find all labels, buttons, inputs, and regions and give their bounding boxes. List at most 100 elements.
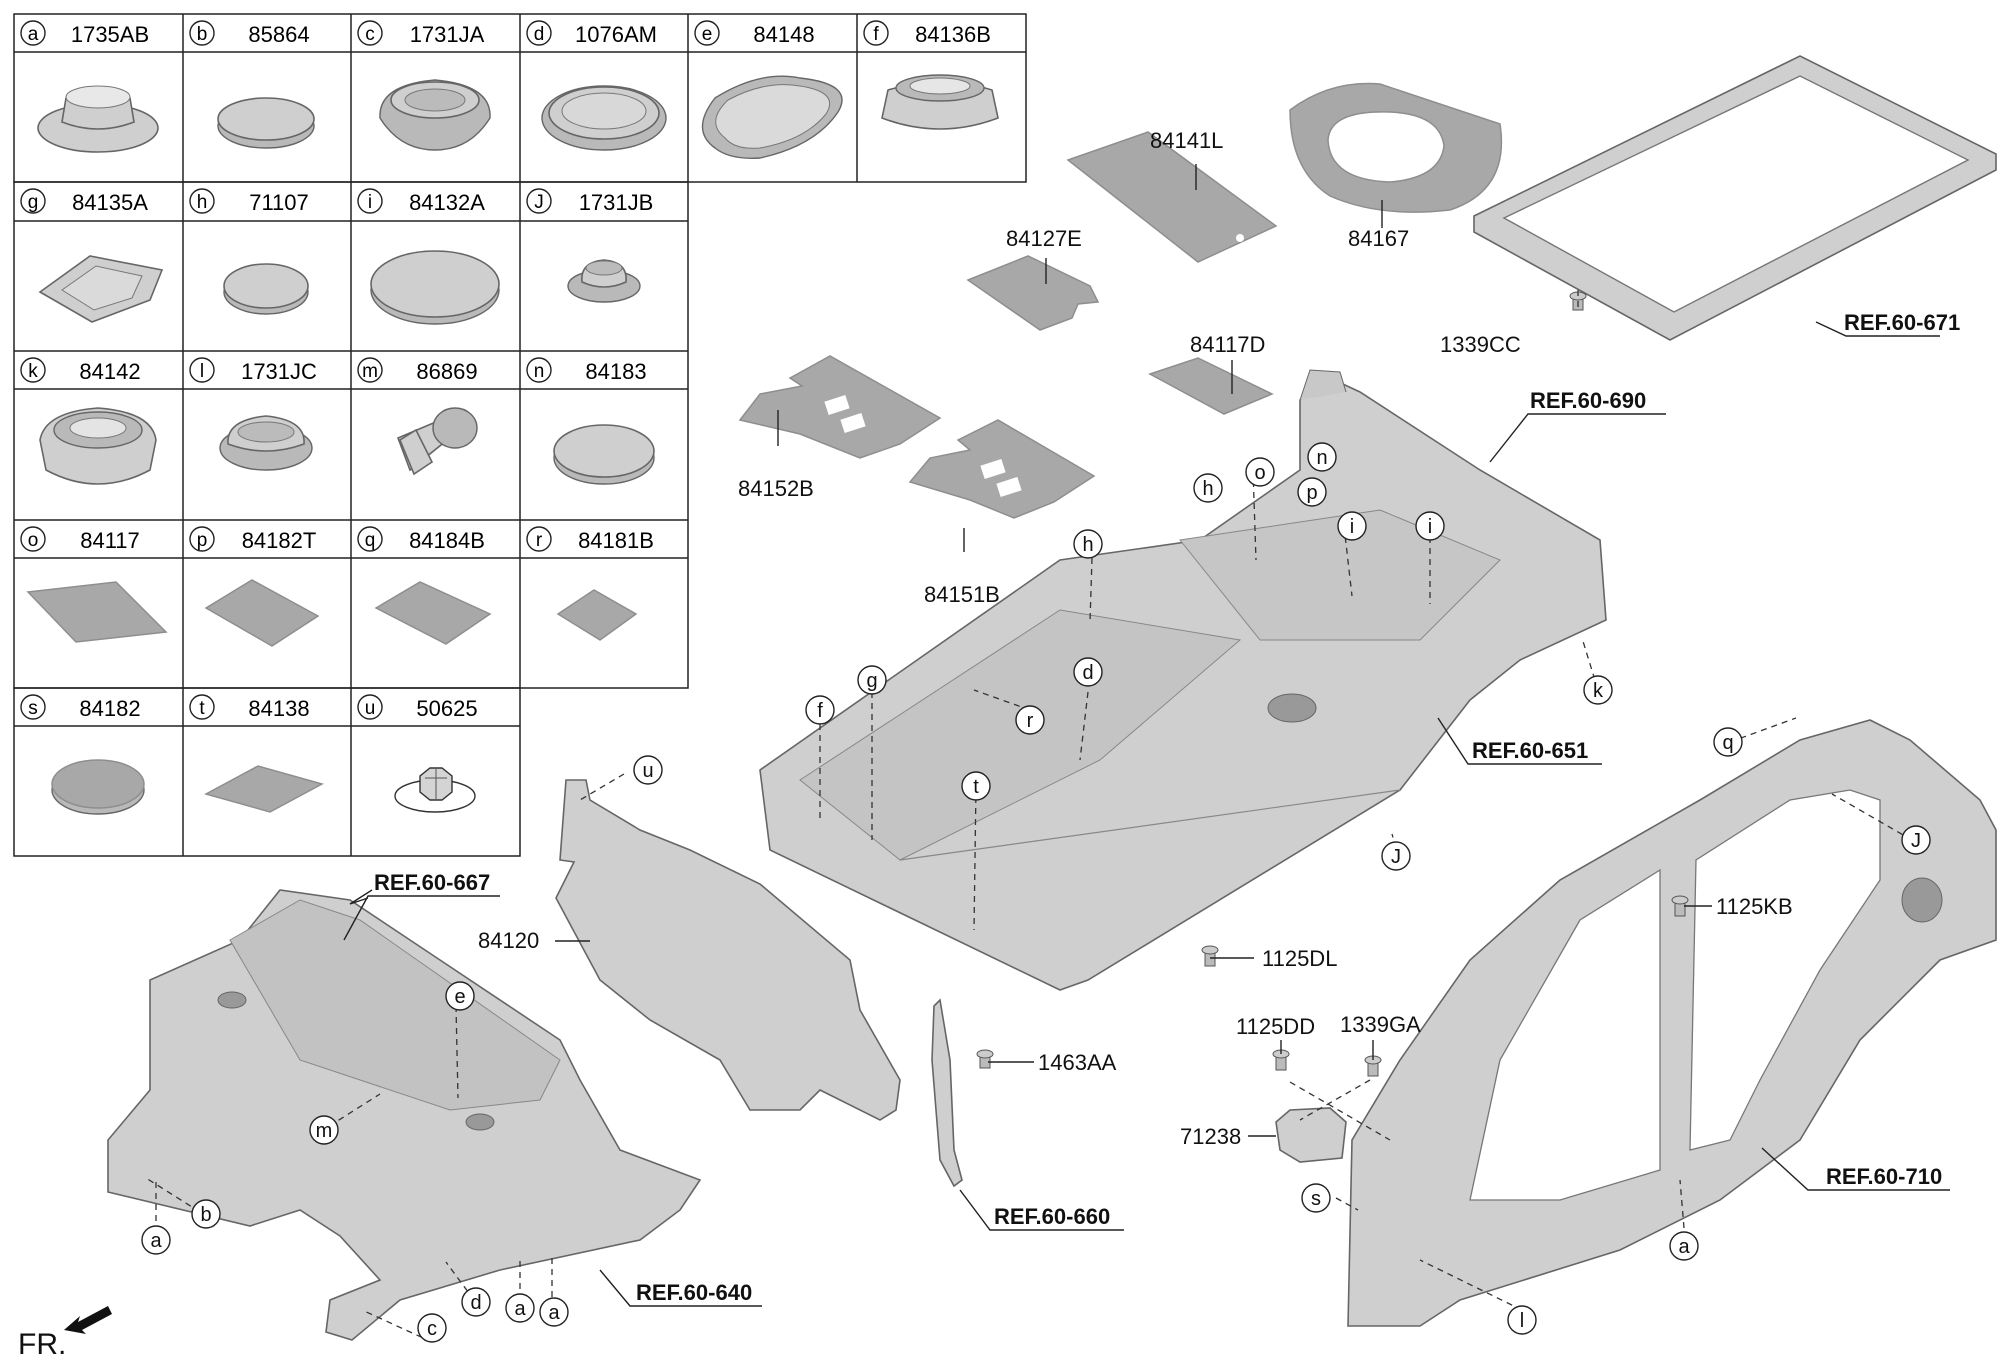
legend-letter: q bbox=[365, 530, 376, 551]
legend-part-code: 84183 bbox=[585, 359, 646, 384]
legend-letter: c bbox=[365, 24, 375, 45]
ref-60-671[interactable]: REF.60-671 bbox=[1844, 310, 1960, 335]
callout-letter: u bbox=[642, 760, 653, 782]
callout-a[interactable]: a bbox=[141, 1225, 171, 1255]
callout-letter: k bbox=[1593, 680, 1604, 702]
legend-letter: u bbox=[365, 698, 376, 719]
legend-part-code: 1731JA bbox=[410, 22, 485, 47]
callout-m[interactable]: m bbox=[309, 1115, 339, 1145]
callout-circle bbox=[1901, 825, 1931, 855]
legend-letter-circle bbox=[526, 188, 552, 214]
callout-i[interactable]: i bbox=[1337, 511, 1367, 541]
ref-60-710[interactable]: REF.60-710 bbox=[1826, 1164, 1942, 1189]
label-84120: 84120 bbox=[478, 928, 539, 953]
callout-t[interactable]: t bbox=[961, 771, 991, 801]
callout-j[interactable]: J bbox=[1901, 825, 1931, 855]
legend-letter: t bbox=[199, 698, 205, 719]
callout-circle bbox=[461, 1287, 491, 1317]
callout-j[interactable]: J bbox=[1381, 841, 1411, 871]
label-1339CC: 1339CC bbox=[1440, 332, 1521, 357]
legend-letter-circle bbox=[189, 188, 215, 214]
legend-letter-circle bbox=[526, 20, 552, 46]
callout-circle bbox=[1015, 705, 1045, 735]
legend-letter-circle bbox=[357, 694, 383, 720]
label-84152B: 84152B bbox=[738, 476, 814, 501]
plug-f-icon bbox=[881, 74, 999, 130]
callout-d[interactable]: d bbox=[1073, 657, 1103, 687]
callout-letter: r bbox=[1027, 710, 1034, 732]
bolt-1463AA-icon bbox=[976, 1049, 994, 1069]
callout-a[interactable]: a bbox=[505, 1293, 535, 1323]
legend-cell-c: c 1731JA bbox=[357, 20, 485, 47]
legend-letter: f bbox=[873, 24, 879, 45]
callout-circle bbox=[1193, 473, 1223, 503]
label-1125KB: 1125KB bbox=[1716, 894, 1793, 919]
callout-letter: t bbox=[973, 776, 979, 798]
callout-letter: a bbox=[548, 1302, 560, 1324]
legend-letter: l bbox=[200, 361, 204, 382]
ref-60-640[interactable]: REF.60-640 bbox=[636, 1280, 752, 1305]
callout-i[interactable]: i bbox=[1415, 511, 1445, 541]
callout-b[interactable]: b bbox=[191, 1199, 221, 1229]
plug-d-icon bbox=[541, 85, 667, 151]
callout-letter: o bbox=[1254, 462, 1265, 484]
legend-part-code: 50625 bbox=[416, 696, 477, 721]
callout-p[interactable]: p bbox=[1297, 477, 1327, 507]
legend-letter-circle bbox=[357, 20, 383, 46]
callout-letter: i bbox=[1350, 516, 1354, 538]
callout-letter: b bbox=[200, 1204, 211, 1226]
label-1339GA: 1339GA bbox=[1340, 1012, 1421, 1037]
callout-circle bbox=[1073, 657, 1103, 687]
legend-part-code: 1735AB bbox=[71, 22, 149, 47]
callout-a[interactable]: a bbox=[1669, 1231, 1699, 1261]
legend-letter-circle bbox=[357, 526, 383, 552]
callout-circle bbox=[1297, 477, 1327, 507]
callout-l[interactable]: l bbox=[1507, 1305, 1537, 1335]
ref-60-667[interactable]: REF.60-667 bbox=[374, 870, 490, 895]
callout-u[interactable]: u bbox=[633, 755, 663, 785]
legend-part-code: 86869 bbox=[416, 359, 477, 384]
callout-g[interactable]: g bbox=[857, 665, 887, 695]
callout-n[interactable]: n bbox=[1307, 442, 1337, 472]
grommet-c-icon bbox=[379, 79, 491, 151]
ref-60-690[interactable]: REF.60-690 bbox=[1530, 388, 1646, 413]
callout-letter: d bbox=[1082, 662, 1093, 684]
legend-part-code: 84117 bbox=[80, 528, 140, 553]
callout-f[interactable]: f bbox=[805, 695, 835, 725]
callout-r[interactable]: r bbox=[1015, 705, 1045, 735]
callout-e[interactable]: e bbox=[445, 981, 475, 1011]
legend-letter-circle bbox=[357, 188, 383, 214]
callout-d[interactable]: d bbox=[461, 1287, 491, 1317]
callout-letter: c bbox=[427, 1318, 437, 1340]
callout-o[interactable]: o bbox=[1245, 457, 1275, 487]
legend-letter: o bbox=[28, 530, 39, 551]
ref-60-651[interactable]: REF.60-651 bbox=[1472, 738, 1588, 763]
callout-circle bbox=[857, 665, 887, 695]
legend-letter: e bbox=[702, 24, 713, 45]
pad-84167 bbox=[1289, 82, 1503, 213]
legend-letter: g bbox=[28, 192, 39, 213]
callout-h[interactable]: h bbox=[1193, 473, 1223, 503]
callout-h[interactable]: h bbox=[1073, 529, 1103, 559]
callout-c[interactable]: c bbox=[417, 1313, 447, 1343]
callout-q[interactable]: q bbox=[1713, 727, 1743, 757]
legend-part-code: 84181B bbox=[578, 528, 654, 553]
callout-letter: m bbox=[316, 1120, 333, 1142]
legend-letter-circle bbox=[863, 20, 889, 46]
ref-60-660[interactable]: REF.60-660 bbox=[994, 1204, 1110, 1229]
legend-part-code: 84136B bbox=[915, 22, 991, 47]
callout-s[interactable]: s bbox=[1301, 1183, 1331, 1213]
legend-letter: d bbox=[534, 24, 545, 45]
callout-a[interactable]: a bbox=[539, 1297, 569, 1327]
callout-circle bbox=[445, 981, 475, 1011]
callout-k[interactable]: k bbox=[1583, 675, 1613, 705]
callout-circle bbox=[1669, 1231, 1699, 1261]
